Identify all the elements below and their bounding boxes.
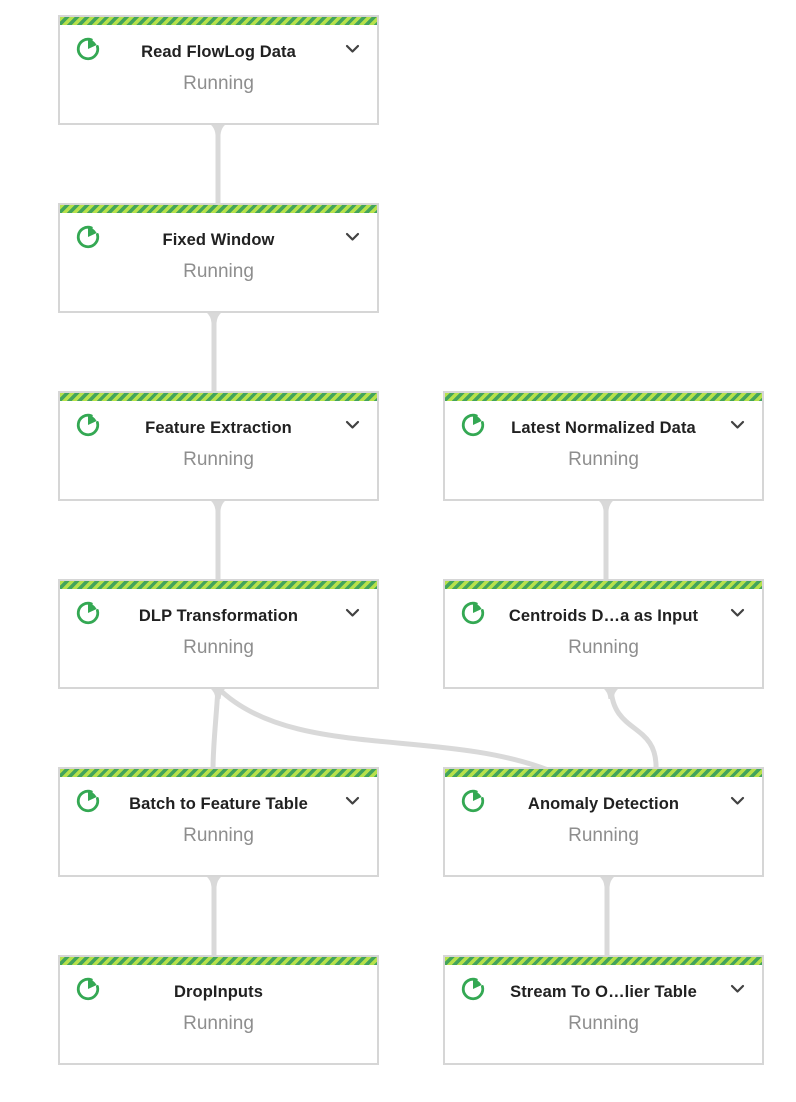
chevron-down-icon[interactable] (345, 41, 360, 53)
edge-source-flare (206, 312, 222, 323)
step-title: DropInputs (174, 983, 263, 1001)
pipeline-step-latest-normalized-data[interactable]: Latest Normalized Data Running (443, 391, 764, 501)
chevron-down-icon[interactable] (345, 793, 360, 805)
running-progress-stripe (445, 957, 762, 965)
edge-source-flare (598, 500, 614, 511)
edge-source-flare (210, 124, 226, 135)
chevron-down-icon[interactable] (345, 605, 360, 617)
running-spinner-icon (75, 600, 101, 626)
step-title: Fixed Window (162, 231, 275, 249)
step-title: Latest Normalized Data (511, 419, 696, 437)
pipeline-step-feature-extraction[interactable]: Feature Extraction Running (58, 391, 379, 501)
step-status: Running (183, 73, 254, 94)
pipeline-step-batch-to-feature-table[interactable]: Batch to Feature Table Running (58, 767, 379, 877)
running-progress-stripe (445, 769, 762, 777)
running-spinner-icon (460, 412, 486, 438)
step-title: Batch to Feature Table (129, 795, 308, 813)
pipeline-step-centroids-data-as-input[interactable]: Centroids D…a as Input Running (443, 579, 764, 689)
step-status: Running (183, 261, 254, 282)
step-title: DLP Transformation (138, 607, 299, 625)
edge-dlp-transformation-to-batch-to-feature-table (210, 687, 221, 771)
step-status: Running (568, 1013, 639, 1034)
chevron-down-icon[interactable] (730, 417, 745, 429)
running-progress-stripe (60, 769, 377, 777)
chevron-down-icon[interactable] (730, 981, 745, 993)
chevron-down-icon[interactable] (730, 605, 745, 617)
edge-source-flare (599, 876, 615, 887)
edge-source-flare (206, 876, 222, 887)
step-status: Running (183, 825, 254, 846)
running-spinner-icon (75, 224, 101, 250)
step-title: Feature Extraction (145, 419, 292, 437)
step-status: Running (183, 637, 254, 658)
running-progress-stripe (60, 17, 377, 25)
step-title: Read FlowLog Data (141, 43, 296, 61)
chevron-down-icon[interactable] (730, 793, 745, 805)
step-title: Stream To O…lier Table (510, 983, 697, 1001)
step-status: Running (568, 449, 639, 470)
step-status: Running (183, 1013, 254, 1034)
chevron-down-icon[interactable] (345, 229, 360, 241)
step-status: Running (568, 637, 639, 658)
edge-source-flare (210, 500, 226, 511)
step-status: Running (183, 449, 254, 470)
running-progress-stripe (60, 957, 377, 965)
pipeline-step-stream-to-outlier-table[interactable]: Stream To O…lier Table Running (443, 955, 764, 1065)
running-spinner-icon (75, 788, 101, 814)
running-progress-stripe (60, 581, 377, 589)
running-progress-stripe (445, 393, 762, 401)
pipeline-step-read-flowlog-data[interactable]: Read FlowLog Data Running (58, 15, 379, 125)
chevron-down-icon[interactable] (345, 417, 360, 429)
edge-dlp-transformation-to-anomaly-detection (216, 686, 549, 773)
pipeline-step-fixed-window[interactable]: Fixed Window Running (58, 203, 379, 313)
running-spinner-icon (75, 36, 101, 62)
running-progress-stripe (445, 581, 762, 589)
pipeline-step-anomaly-detection[interactable]: Anomaly Detection Running (443, 767, 764, 877)
running-spinner-icon (460, 788, 486, 814)
running-progress-stripe (60, 393, 377, 401)
running-spinner-icon (460, 600, 486, 626)
running-spinner-icon (460, 976, 486, 1002)
edge-source-flare (603, 688, 619, 699)
edge-centroids-data-as-input-to-anomaly-detection (608, 687, 659, 771)
pipeline-step-dlp-transformation[interactable]: DLP Transformation Running (58, 579, 379, 689)
step-title: Anomaly Detection (527, 795, 680, 813)
step-status: Running (568, 825, 639, 846)
running-spinner-icon (75, 976, 101, 1002)
running-progress-stripe (60, 205, 377, 213)
step-title: Centroids D…a as Input (508, 607, 699, 625)
pipeline-step-dropinputs[interactable]: DropInputs Running (58, 955, 379, 1065)
running-spinner-icon (75, 412, 101, 438)
